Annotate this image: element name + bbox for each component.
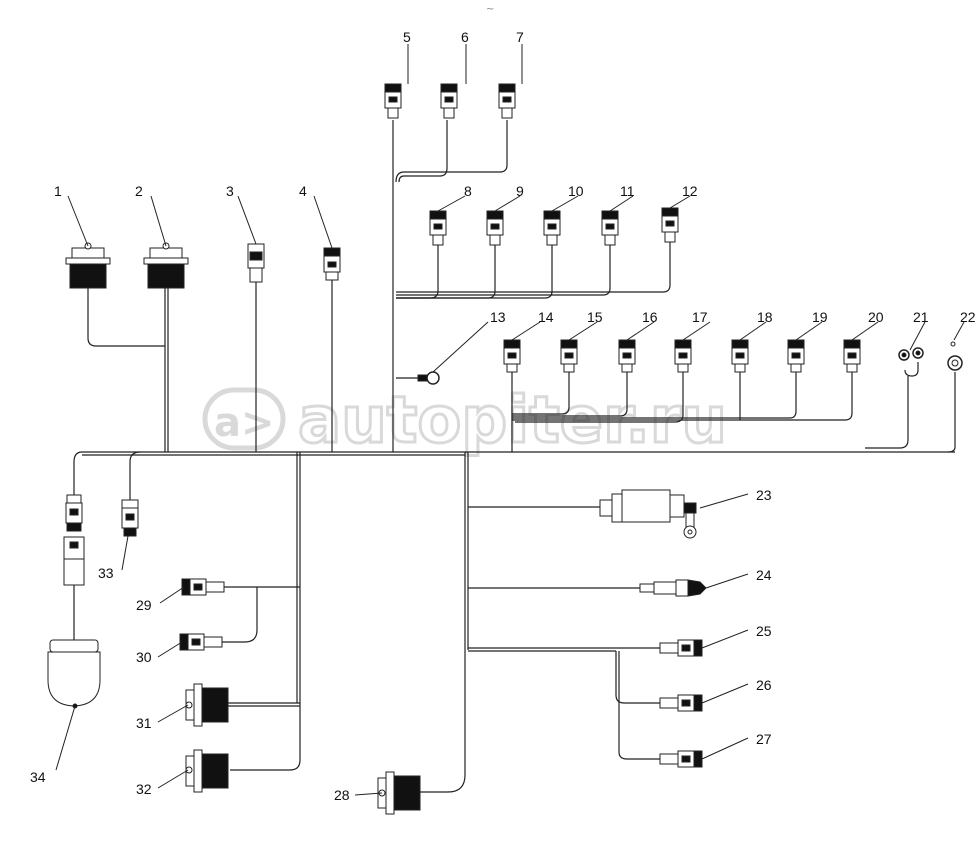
part-label-28: 28 — [334, 787, 350, 803]
part-label-25: 25 — [756, 623, 772, 639]
plug-pair-34-icon — [63, 494, 85, 586]
part-label-2: 2 — [135, 183, 143, 199]
part-label-31: 31 — [136, 715, 152, 731]
part-label-29: 29 — [136, 597, 152, 613]
part-label-6: 6 — [461, 29, 469, 45]
part-label-7: 7 — [516, 29, 524, 45]
part-label-3: 3 — [226, 183, 234, 199]
part-label-12: 12 — [682, 183, 698, 199]
plug-6-icon — [440, 83, 458, 119]
plug-17-icon — [674, 339, 692, 373]
part-label-1: 1 — [54, 183, 62, 199]
part-number-labels: 1 2 3 4 5 6 7 8 9 10 11 12 13 14 15 16 1… — [30, 29, 976, 803]
plug-7-icon — [498, 83, 516, 119]
round-connector-2-icon — [143, 242, 189, 289]
part-label-4: 4 — [299, 183, 307, 199]
lamp-34-icon — [47, 639, 101, 709]
watermark-logo-icon: a> — [214, 400, 275, 446]
part-label-34: 34 — [30, 769, 46, 785]
connectors — [47, 83, 963, 815]
part-label-14: 14 — [538, 309, 554, 325]
plug-33-icon — [121, 499, 139, 537]
part-label-21: 21 — [913, 309, 929, 325]
sensor-24-icon — [639, 579, 707, 597]
top-mark: ~ — [486, 4, 494, 15]
plug-19-icon — [787, 339, 805, 373]
watermark: a> autopiter.ru — [202, 383, 728, 460]
round-connector-31-icon — [185, 683, 229, 727]
part-label-24: 24 — [756, 567, 772, 583]
plug-8-icon — [429, 210, 447, 246]
part-label-8: 8 — [464, 183, 472, 199]
part-label-33: 33 — [98, 565, 114, 581]
plug-18-icon — [731, 339, 749, 373]
plug-29-icon — [181, 578, 225, 596]
leader-lines — [55, 44, 965, 796]
part-label-30: 30 — [136, 649, 152, 665]
plug-27-icon — [659, 750, 703, 768]
plug-9-icon — [486, 210, 504, 246]
part-label-23: 23 — [756, 487, 772, 503]
ring-terminal-21-icon — [898, 347, 924, 361]
part-label-15: 15 — [587, 309, 603, 325]
plug-25-icon — [659, 639, 703, 657]
plug-15-icon — [560, 339, 578, 373]
part-label-10: 10 — [568, 183, 584, 199]
plug-11-icon — [601, 210, 619, 246]
plug-16-icon — [618, 339, 636, 373]
plug-10-icon — [543, 210, 561, 246]
part-label-16: 16 — [642, 309, 658, 325]
round-connector-1-icon — [65, 242, 111, 289]
part-label-5: 5 — [403, 29, 411, 45]
plug-12-icon — [661, 207, 679, 243]
plug-5-icon — [384, 83, 402, 119]
ring-terminal-22-icon — [947, 341, 963, 371]
part-label-18: 18 — [757, 309, 773, 325]
part-label-19: 19 — [812, 309, 828, 325]
round-connector-32-icon — [185, 749, 229, 793]
part-label-22: 22 — [960, 309, 976, 325]
plug-30-icon — [179, 633, 223, 651]
sensor-23-icon — [599, 489, 697, 539]
part-label-11: 11 — [620, 183, 635, 199]
part-label-26: 26 — [756, 677, 772, 693]
connector-4-icon — [323, 247, 341, 281]
part-label-9: 9 — [516, 183, 524, 199]
part-label-13: 13 — [490, 309, 506, 325]
part-label-20: 20 — [868, 309, 884, 325]
wires — [73, 120, 956, 793]
plug-20-icon — [843, 339, 861, 373]
connector-3-icon — [247, 243, 265, 283]
part-label-27: 27 — [756, 731, 772, 747]
plug-14-icon — [503, 339, 521, 373]
part-label-32: 32 — [136, 781, 152, 797]
ring-terminal-13-icon — [417, 371, 440, 385]
round-connector-28-icon — [377, 771, 421, 815]
plug-26-icon — [659, 694, 703, 712]
part-label-17: 17 — [692, 309, 708, 325]
